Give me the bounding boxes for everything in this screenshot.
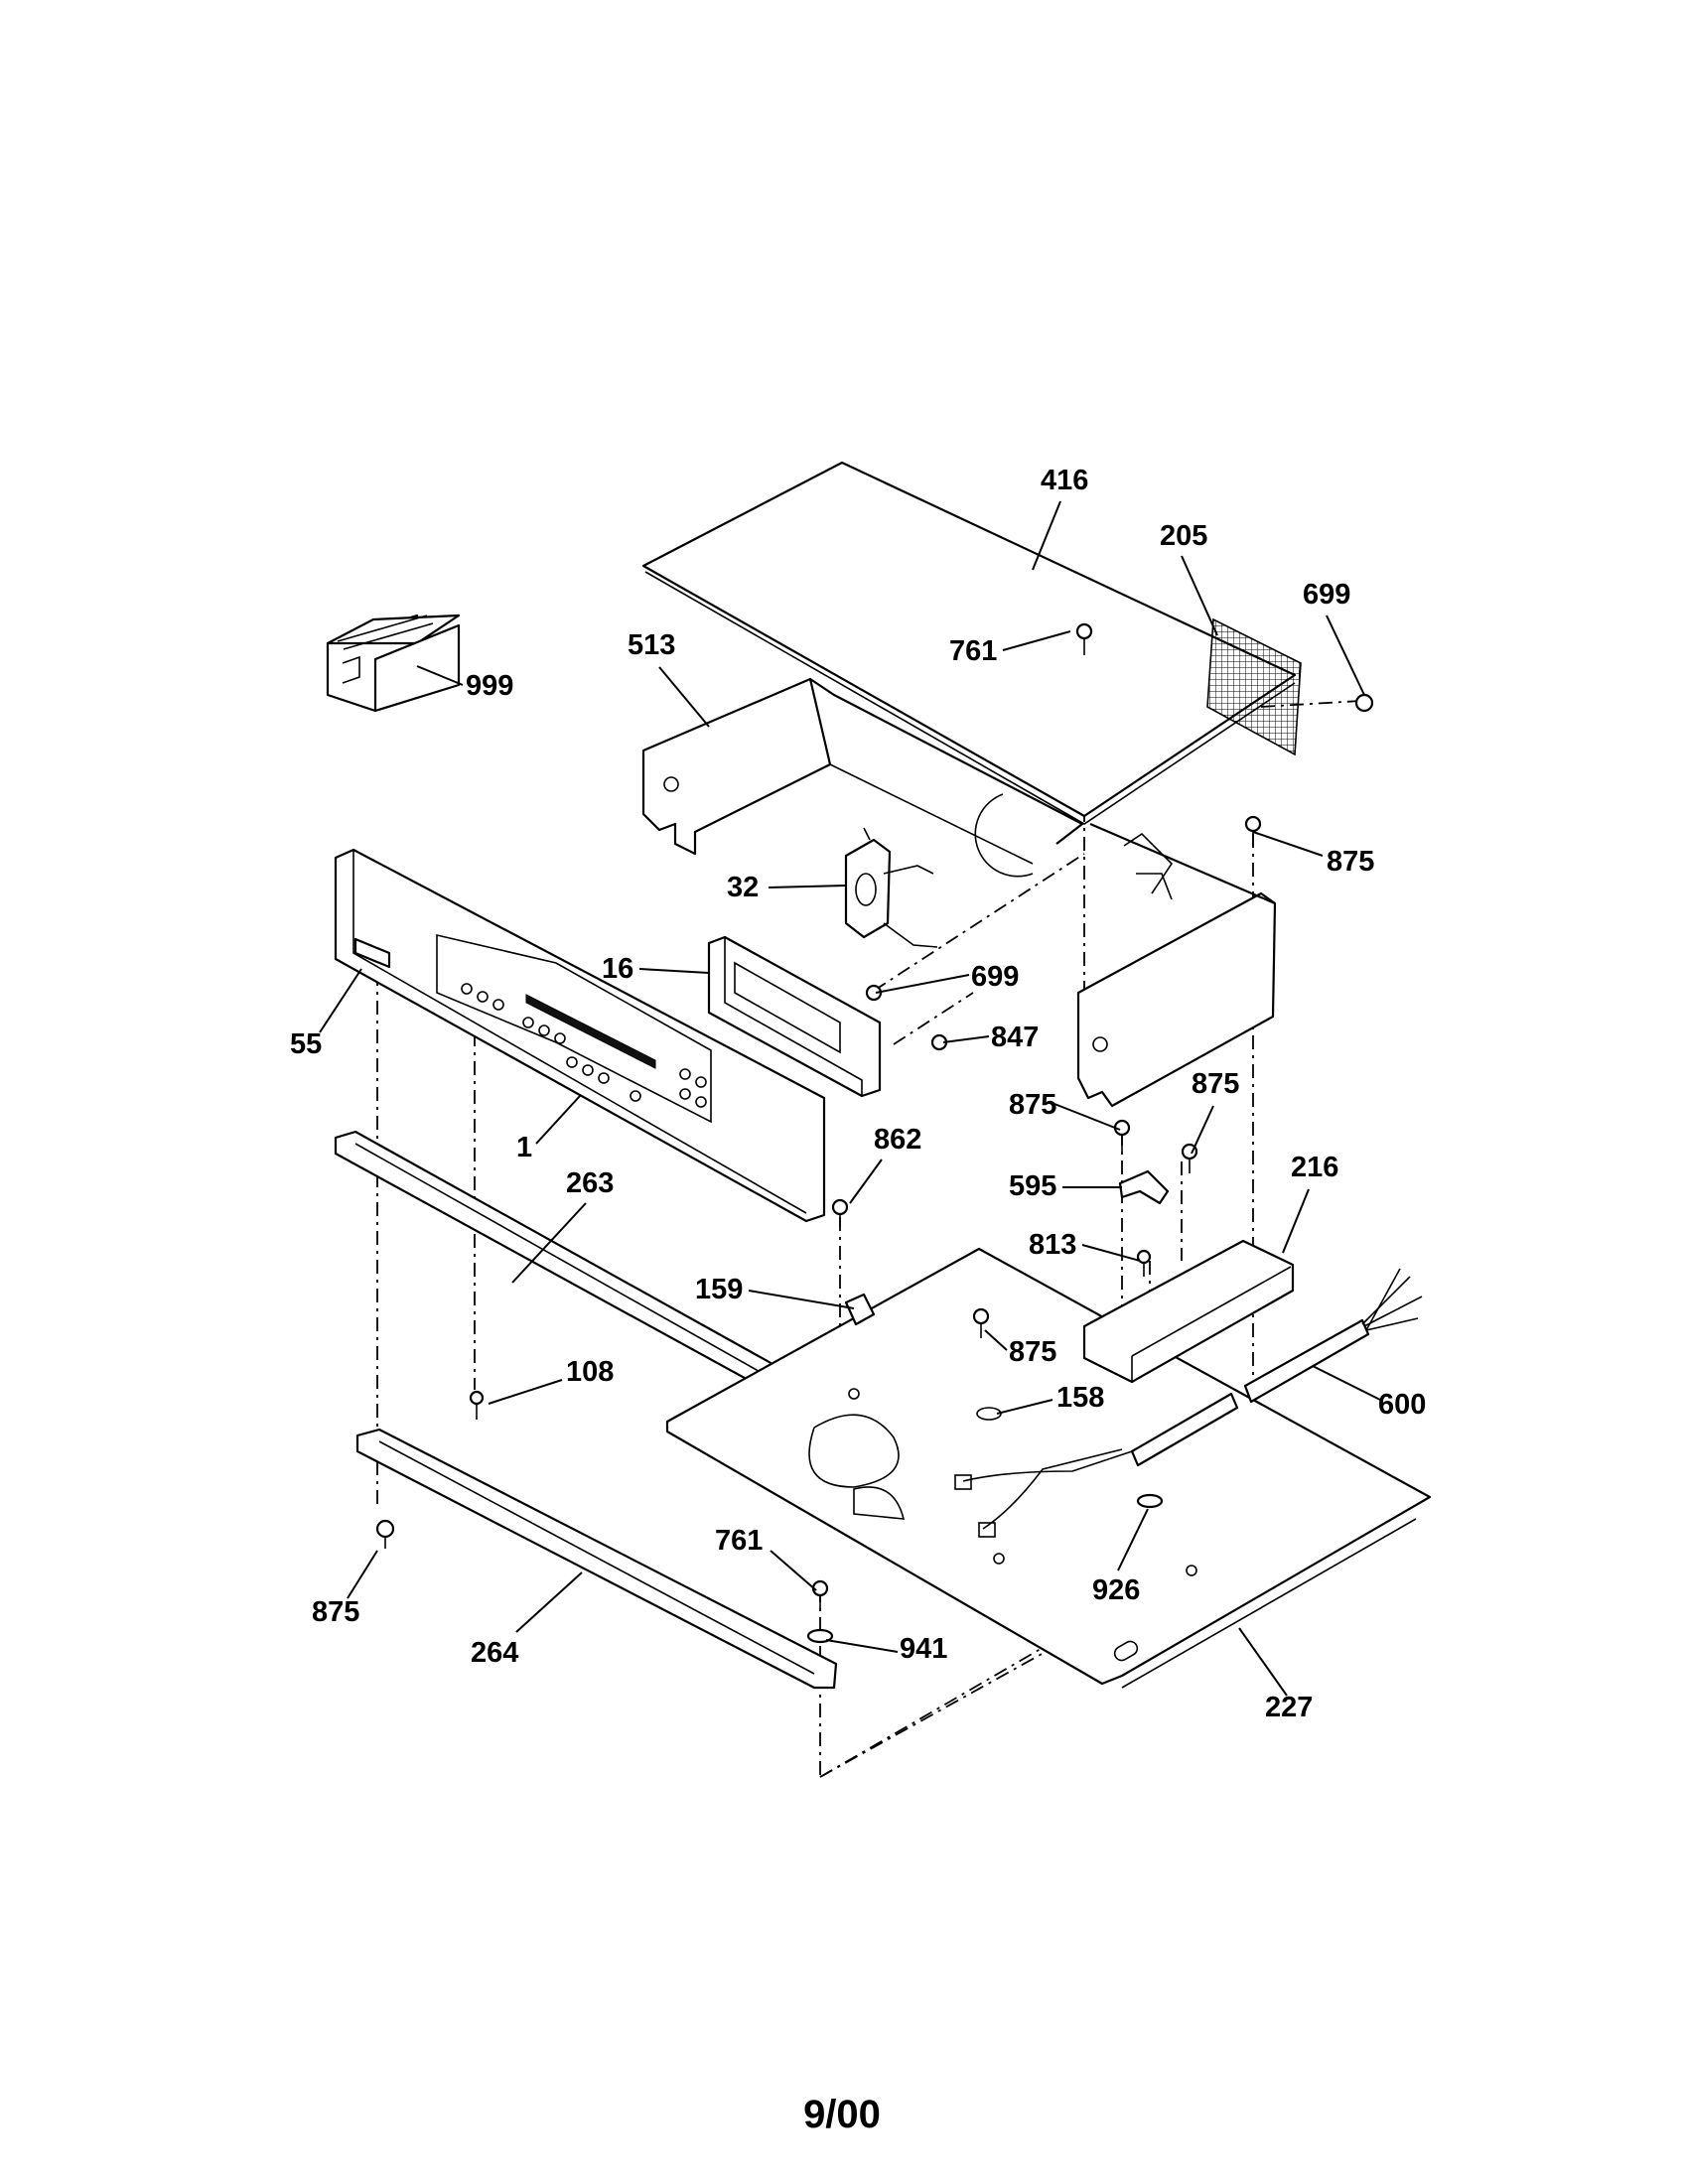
screw-875-top-right	[1244, 815, 1262, 846]
callout-label-416: 416	[1041, 465, 1088, 496]
part-216-junction-cover	[1082, 1239, 1295, 1384]
callout-leader-416	[1032, 500, 1061, 571]
callout-label-699: 699	[1303, 579, 1350, 611]
callout-leader-699	[875, 974, 970, 994]
control-keypad-buttons	[461, 983, 707, 1108]
screw-108-trim	[469, 1390, 485, 1420]
part-1-control-panel	[334, 848, 826, 1223]
callout-leader-875	[347, 1550, 378, 1599]
screw-761-top	[1075, 622, 1093, 655]
callout-leader-847	[942, 1035, 990, 1043]
callout-label-216: 216	[1291, 1152, 1338, 1183]
callout-label-847: 847	[991, 1022, 1039, 1053]
callout-leader-264	[515, 1571, 583, 1633]
callout-leader-55	[319, 968, 362, 1033]
callout-leader-227	[1238, 1627, 1288, 1697]
part-32-cooling-fan	[844, 827, 938, 948]
callout-leader-761	[770, 1550, 817, 1591]
callout-label-699: 699	[971, 961, 1019, 993]
callout-label-941: 941	[900, 1633, 947, 1665]
part-513-side-panel	[641, 677, 1084, 878]
callout-leader-875	[984, 1329, 1008, 1351]
washer-941	[806, 1628, 834, 1644]
callout-leader-1	[535, 1095, 581, 1145]
callout-label-926: 926	[1092, 1574, 1140, 1606]
screw-fasteners	[375, 622, 1374, 1644]
callout-leader-761	[1002, 630, 1071, 651]
part-right-side-panel	[1076, 822, 1277, 1108]
callout-leader-999	[416, 665, 464, 686]
screw-875-clamp-left	[1113, 1119, 1131, 1152]
callout-label-875: 875	[312, 1596, 359, 1628]
callout-label-761: 761	[715, 1525, 763, 1557]
callout-label-595: 595	[1009, 1170, 1056, 1202]
callout-label-862: 862	[874, 1124, 921, 1156]
callout-label-600: 600	[1378, 1389, 1426, 1421]
callout-leader-699	[1326, 614, 1365, 696]
callout-leader-941	[825, 1639, 899, 1653]
callout-leader-875	[1252, 831, 1324, 857]
callout-label-227: 227	[1265, 1692, 1313, 1723]
callout-leader-263	[511, 1202, 587, 1284]
screw-875-lower-left	[375, 1519, 395, 1549]
screw-699-rear	[1354, 693, 1374, 713]
callout-label-999: 999	[466, 670, 513, 702]
part-999-carton	[326, 614, 461, 713]
callout-leader-32	[768, 885, 847, 888]
callout-leader-108	[488, 1379, 563, 1405]
callout-label-813: 813	[1029, 1229, 1076, 1261]
callout-label-875: 875	[1009, 1089, 1056, 1121]
callout-label-875: 875	[1192, 1068, 1239, 1100]
callout-label-159: 159	[695, 1274, 743, 1305]
callout-label-875: 875	[1327, 846, 1374, 878]
callout-label-875: 875	[1009, 1336, 1056, 1368]
callout-leader-600	[1312, 1365, 1381, 1401]
callout-label-32: 32	[727, 872, 759, 903]
callout-leader-513	[658, 666, 710, 728]
callout-label-263: 263	[566, 1167, 614, 1199]
callout-label-16: 16	[602, 953, 633, 985]
callout-label-205: 205	[1160, 520, 1207, 552]
part-600-conduit-cord	[1130, 1268, 1423, 1467]
callout-leader-875	[1053, 1103, 1121, 1131]
callout-leader-159	[748, 1290, 855, 1309]
callout-label-158: 158	[1056, 1382, 1104, 1414]
screw-862-panel	[831, 1198, 849, 1227]
part-595-cord-clamp	[1118, 1169, 1170, 1205]
part-159-switch	[844, 1293, 876, 1326]
callout-leader-813	[1081, 1244, 1141, 1262]
part-227-base-plate	[665, 1247, 1432, 1689]
screw-813-cover	[1136, 1249, 1152, 1277]
screw-761-bottom	[811, 1579, 829, 1608]
callout-leader-158	[996, 1399, 1053, 1415]
callout-label-264: 264	[471, 1637, 518, 1669]
callout-label-108: 108	[566, 1356, 614, 1388]
part-158-thermal-switch	[954, 1407, 1133, 1538]
callout-label-55: 55	[290, 1028, 322, 1060]
part-16-control-board	[707, 935, 882, 1098]
washer-926	[1136, 1493, 1164, 1509]
callout-leader-216	[1282, 1188, 1310, 1254]
part-264-lower-trim	[355, 1428, 838, 1690]
screw-875-base	[972, 1307, 990, 1338]
revision-date: 9/00	[803, 2093, 881, 2136]
callout-label-1: 1	[516, 1132, 532, 1163]
callout-leader-862	[849, 1159, 883, 1204]
callout-leader-875	[1191, 1105, 1214, 1155]
callout-label-761: 761	[949, 635, 997, 667]
callout-leader-926	[1117, 1508, 1149, 1571]
part-205-vent-grille	[1206, 617, 1302, 756]
callout-leader-205	[1181, 555, 1218, 636]
callout-label-513: 513	[628, 629, 675, 661]
callout-leader-16	[638, 968, 710, 974]
